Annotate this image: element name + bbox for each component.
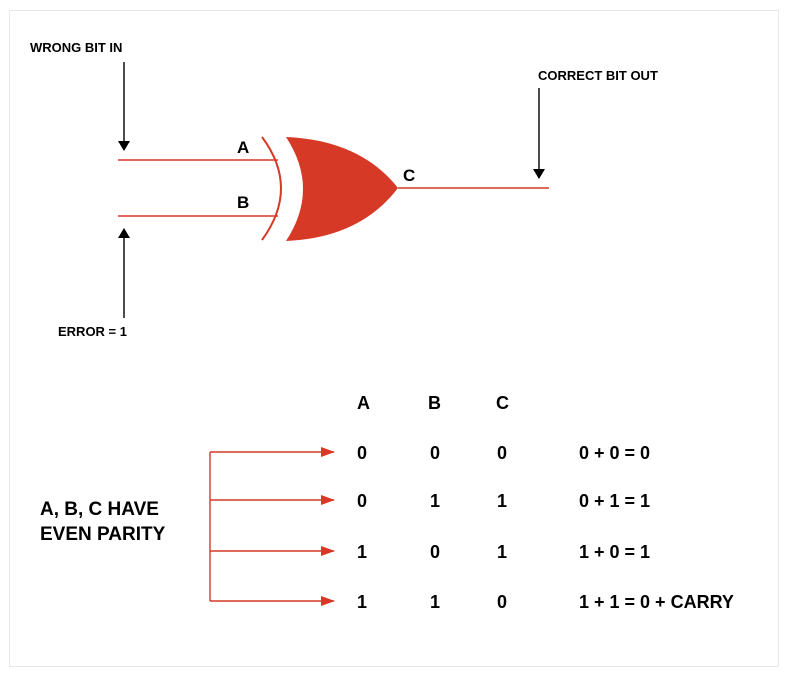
table-header-a: A — [357, 393, 370, 413]
table-cell-sum: 1 + 1 = 0 + CARRY — [579, 592, 734, 612]
correct-bit-out-label: CORRECT BIT OUT — [538, 68, 658, 83]
table-cell-b: 1 — [430, 491, 440, 511]
table-cell-b: 0 — [430, 443, 440, 463]
table-cell-sum: 0 + 1 = 1 — [579, 491, 650, 511]
input-a-label: A — [237, 138, 249, 157]
table-cell-sum: 1 + 0 = 1 — [579, 542, 650, 562]
input-b-label: B — [237, 193, 249, 212]
parity-label-line2: EVEN PARITY — [40, 524, 166, 545]
xor-gate-icon — [286, 137, 398, 241]
table-header-b: B — [428, 393, 441, 413]
table-cell-c: 0 — [497, 592, 507, 612]
table-cell-a: 0 — [357, 491, 367, 511]
output-c-label: C — [403, 166, 415, 185]
table-cell-c: 1 — [497, 542, 507, 562]
wrong-bit-in-label: WRONG BIT IN — [30, 40, 122, 55]
parity-label-line1: A, B, C HAVE — [40, 499, 159, 520]
error-label: ERROR = 1 — [58, 324, 127, 339]
xor-input-curve — [261, 136, 282, 241]
table-cell-b: 1 — [430, 592, 440, 612]
table-cell-c: 1 — [497, 491, 507, 511]
table-header-c: C — [496, 393, 509, 413]
table-cell-a: 0 — [357, 443, 367, 463]
table-cell-sum: 0 + 0 = 0 — [579, 443, 650, 463]
table-cell-a: 1 — [357, 592, 367, 612]
diagram-frame — [9, 10, 779, 667]
table-cell-b: 0 — [430, 542, 440, 562]
table-cell-a: 1 — [357, 542, 367, 562]
table-cell-c: 0 — [497, 443, 507, 463]
